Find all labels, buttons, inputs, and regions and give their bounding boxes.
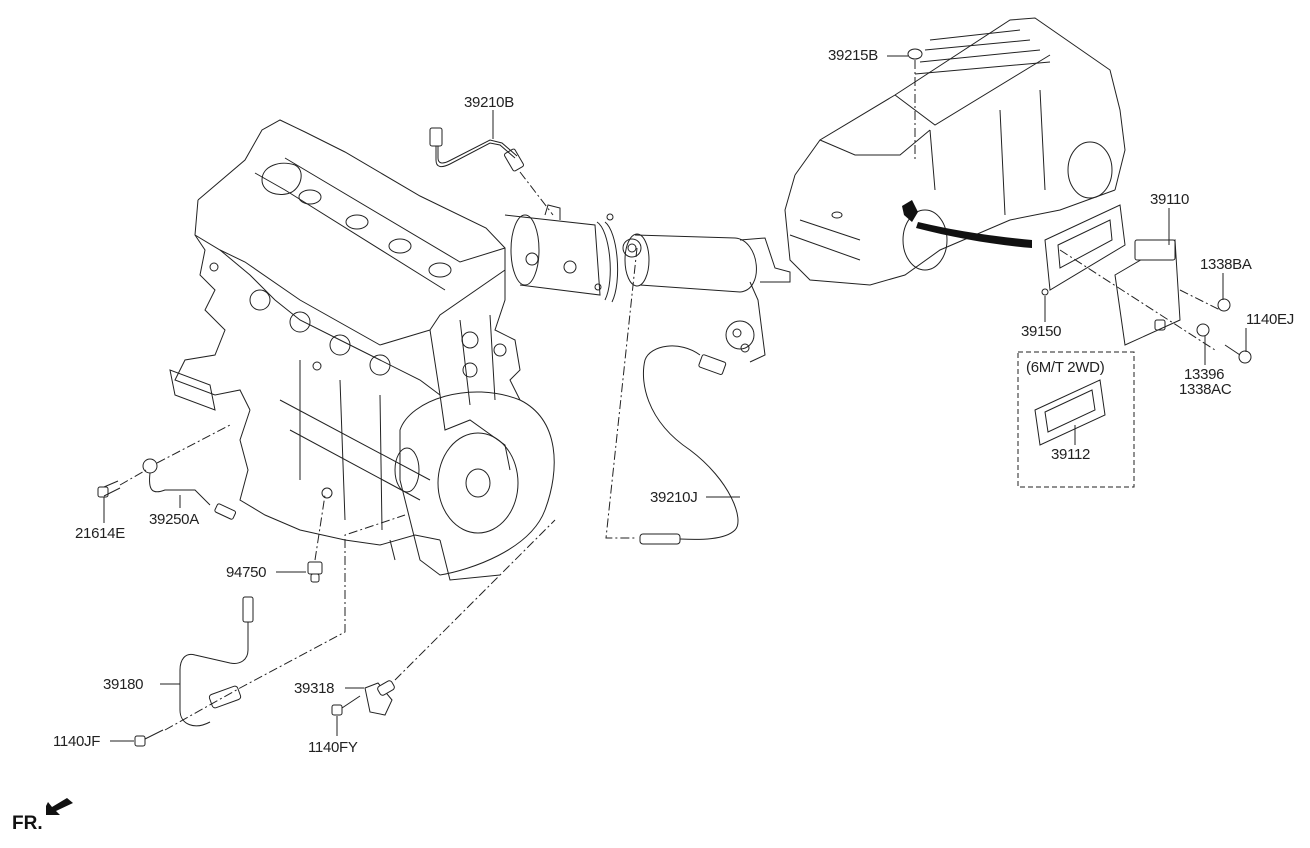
front-direction-label: FR. — [12, 813, 43, 834]
part-label-1140EJ[interactable]: 1140EJ — [1246, 311, 1294, 328]
camshaft-sensor-drawing — [331, 519, 556, 716]
crankshaft-sensor-drawing — [134, 514, 406, 747]
variant-box-label: (6M/T 2WD) — [1026, 359, 1105, 376]
part-label-13396[interactable]: 13396 — [1184, 366, 1225, 383]
part-label-39110[interactable]: 39110 — [1150, 191, 1190, 208]
oxygen-sensor-upstream-drawing — [429, 127, 554, 216]
leader-lines — [103, 55, 1247, 742]
part-label-94750[interactable]: 94750 — [226, 564, 267, 581]
part-label-39210J[interactable]: 39210J — [650, 489, 698, 506]
part-label-39215B[interactable]: 39215B — [828, 47, 878, 64]
part-label-1140JF[interactable]: 1140JF — [53, 733, 101, 750]
part-label-1338AC[interactable]: 1338AC — [1179, 381, 1232, 398]
part-label-39112[interactable]: 39112 — [1051, 446, 1091, 463]
part-label-39250A[interactable]: 39250A — [149, 511, 199, 528]
oil-pressure-switch-drawing — [307, 494, 326, 583]
part-label-21614E[interactable]: 21614E — [75, 525, 125, 542]
part-label-39210B[interactable]: 39210B — [464, 94, 514, 111]
oxygen-sensor-downstream-drawing — [605, 247, 739, 545]
part-label-1140FY[interactable]: 1140FY — [308, 739, 358, 756]
knock-sensor-drawing — [97, 424, 237, 520]
part-label-39150[interactable]: 39150 — [1021, 323, 1062, 340]
ecu-assembly-drawing — [1017, 204, 1252, 488]
part-label-39318[interactable]: 39318 — [294, 680, 335, 697]
part-label-39180[interactable]: 39180 — [103, 676, 144, 693]
vehicle-drawing — [784, 17, 1126, 286]
front-direction-arrow-icon — [46, 798, 73, 815]
exhaust-manifold-drawing — [504, 204, 791, 363]
part-label-1338BA[interactable]: 1338BA — [1200, 256, 1252, 273]
engine-assembly-drawing — [169, 119, 555, 581]
